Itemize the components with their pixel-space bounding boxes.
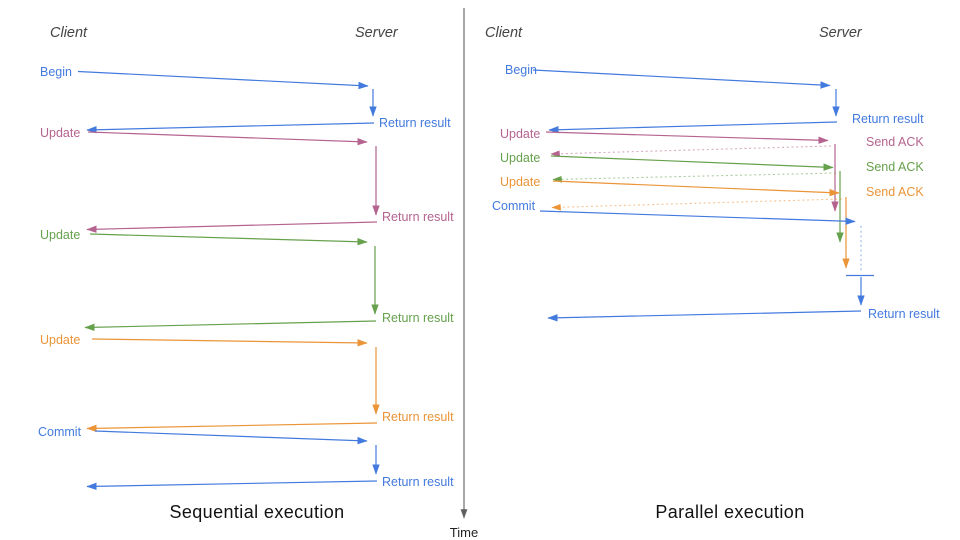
par-update1-label: Update [500, 127, 540, 141]
par-update3-ack-label: Send ACK [866, 185, 924, 199]
seq-commit-response-label: Return result [382, 475, 454, 489]
seq-begin-response-label: Return result [379, 116, 451, 130]
seq-begin-request-arrow [77, 70, 369, 90]
par-update3-label: Update [500, 175, 540, 189]
seq-update3-return-arrow [86, 422, 378, 433]
parallel-panel: Client Server Begin Return result Update… [485, 25, 940, 522]
seq-begin-return-arrow [86, 122, 375, 134]
seq-update3-label: Update [40, 333, 80, 347]
seq-begin-label: Begin [40, 65, 72, 79]
par-commit-request-arrow [539, 210, 856, 225]
seq-update1-response-label: Return result [382, 210, 454, 224]
par-update1-ack-label: Send ACK [866, 135, 924, 149]
seq-update2-request-arrow [89, 233, 368, 246]
seq-update2-return-arrow [84, 320, 377, 332]
par-update2-ack-label: Send ACK [866, 160, 924, 174]
seq-client-header: Client [50, 25, 88, 41]
time-axis: Time [450, 8, 478, 540]
par-begin-response-label: Return result [852, 112, 924, 126]
sequential-panel: Client Server Begin Return result Update… [38, 25, 454, 522]
seq-update2-label: Update [40, 228, 80, 242]
seq-server-header: Server [355, 25, 399, 41]
time-axis-label: Time [450, 525, 478, 540]
par-begin-label: Begin [505, 63, 537, 77]
seq-panel-title: Sequential execution [169, 502, 344, 522]
par-update2-request-arrow [550, 155, 834, 171]
seq-update1-request-arrow [87, 131, 368, 146]
par-begin-request-arrow [532, 69, 831, 89]
par-client-header: Client [485, 25, 523, 41]
seq-update3-response-label: Return result [382, 410, 454, 424]
par-update1-request-arrow [545, 131, 829, 144]
seq-update2-response-label: Return result [382, 311, 454, 325]
seq-update3-request-arrow [91, 338, 368, 347]
par-update2-label: Update [500, 151, 540, 165]
seq-commit-request-arrow [94, 430, 368, 445]
par-panel-title: Parallel execution [655, 502, 804, 522]
par-update3-ack-dotted-arrow [551, 198, 843, 211]
par-update2-ack-dotted-arrow [552, 172, 837, 183]
par-server-header: Server [819, 25, 863, 41]
par-update3-request-arrow [552, 180, 840, 197]
seq-commit-return-arrow [86, 480, 378, 491]
par-commit-return-arrow [547, 310, 862, 322]
par-commit-label: Commit [492, 199, 536, 213]
par-begin-return-arrow [548, 121, 838, 134]
seq-commit-label: Commit [38, 425, 82, 439]
seq-update1-label: Update [40, 126, 80, 140]
par-commit-response-label: Return result [868, 307, 940, 321]
seq-update1-return-arrow [86, 221, 378, 233]
par-update1-ack-dotted-arrow [550, 145, 832, 158]
